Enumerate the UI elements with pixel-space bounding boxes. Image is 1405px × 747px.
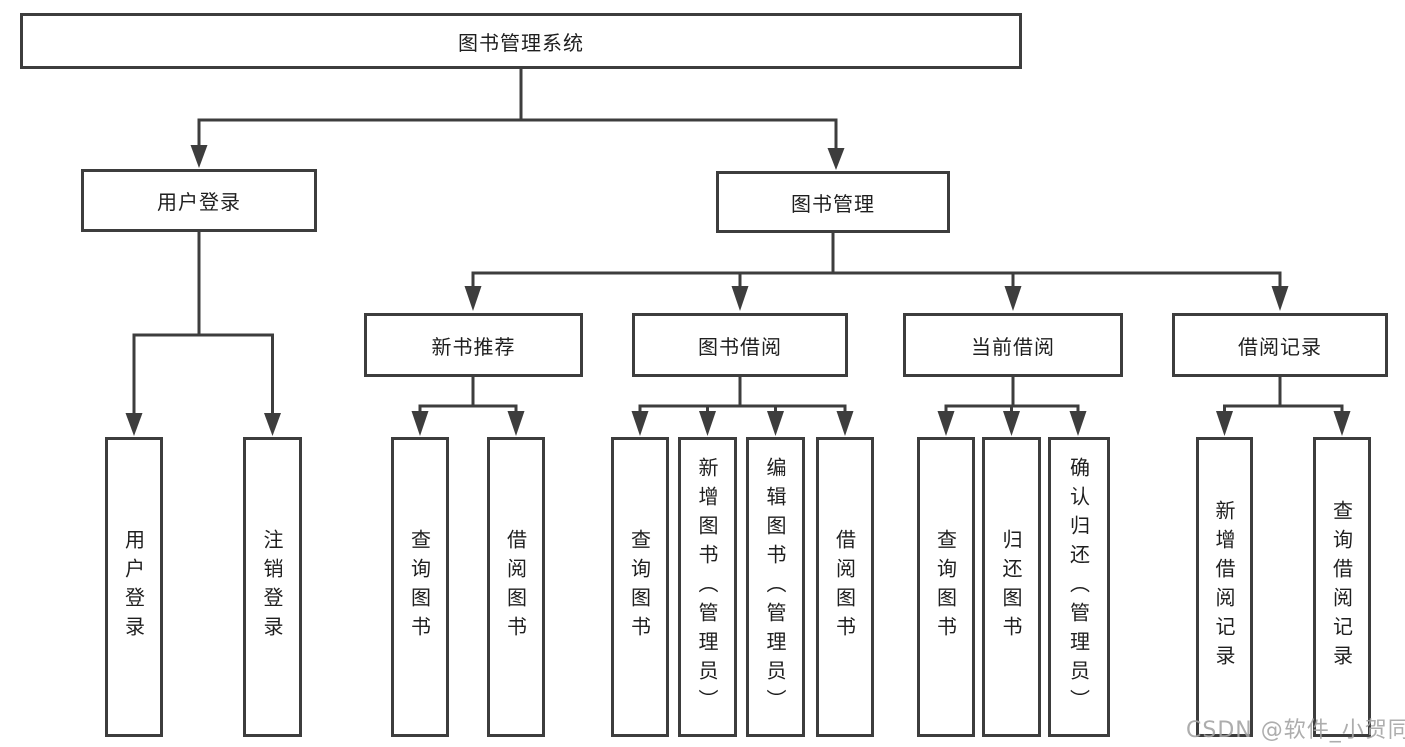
arrowhead-down-icon xyxy=(125,413,143,436)
connector-user-login-branch xyxy=(125,230,281,436)
leaf-confirm-return-admin: 确认归还（管理员） xyxy=(1048,437,1110,737)
watermark: CSDN @软件_小贺同学 xyxy=(1186,718,1405,743)
leaf-borrow-books-recommend: 借阅图书 xyxy=(487,437,545,737)
arrowhead-down-icon xyxy=(264,413,281,436)
leaf-user-login: 用户登录 xyxy=(105,437,163,737)
node-library-management-system: 图书管理系统 xyxy=(20,13,1022,69)
leaf-borrow-books: 借阅图书 xyxy=(816,437,874,737)
connector-new-book-branch xyxy=(411,375,525,436)
node-new-book-recommend: 新书推荐 xyxy=(364,313,583,377)
arrowhead-down-icon xyxy=(464,286,482,311)
arrowhead-down-icon xyxy=(1216,411,1233,436)
arrowhead-down-icon xyxy=(731,286,749,311)
arrowhead-down-icon xyxy=(1069,411,1087,436)
leaf-return-book: 归还图书 xyxy=(982,437,1041,737)
arrowhead-down-icon xyxy=(937,411,955,436)
node-current-borrow: 当前借阅 xyxy=(903,313,1123,377)
connector-book-management-branch xyxy=(464,231,1289,311)
leaf-add-borrow-record: 新增借阅记录 xyxy=(1196,437,1253,737)
node-borrow-records: 借阅记录 xyxy=(1172,313,1388,377)
leaf-query-books-current: 查询图书 xyxy=(917,437,975,737)
connector-borrow-records-branch xyxy=(1216,375,1351,436)
connector-book-borrow-branch xyxy=(631,375,854,436)
arrowhead-down-icon xyxy=(507,411,525,436)
leaf-add-book-admin: 新增图书（管理员） xyxy=(678,437,737,737)
node-book-management: 图书管理 xyxy=(716,171,950,233)
leaf-query-books-borrow: 查询图书 xyxy=(611,437,669,737)
leaf-logout: 注销登录 xyxy=(243,437,302,737)
arrowhead-down-icon xyxy=(827,148,845,170)
arrowhead-down-icon xyxy=(190,145,208,168)
arrowhead-down-icon xyxy=(1271,286,1289,311)
leaf-query-borrow-record: 查询借阅记录 xyxy=(1313,437,1371,737)
leaf-query-books-recommend: 查询图书 xyxy=(391,437,449,737)
arrowhead-down-icon xyxy=(836,411,854,436)
arrowhead-down-icon xyxy=(699,411,716,436)
connector-current-borrow-branch xyxy=(937,375,1087,436)
arrowhead-down-icon xyxy=(767,411,784,436)
node-book-borrow: 图书借阅 xyxy=(632,313,848,377)
leaf-edit-book-admin: 编辑图书（管理员） xyxy=(746,437,805,737)
arrowhead-down-icon xyxy=(1004,286,1022,311)
arrowhead-down-icon xyxy=(1333,411,1351,436)
connector-root-branch xyxy=(190,67,845,170)
arrowhead-down-icon xyxy=(631,411,649,436)
arrowhead-down-icon xyxy=(1003,411,1020,436)
node-user-login: 用户登录 xyxy=(81,169,317,232)
arrowhead-down-icon xyxy=(411,411,429,436)
